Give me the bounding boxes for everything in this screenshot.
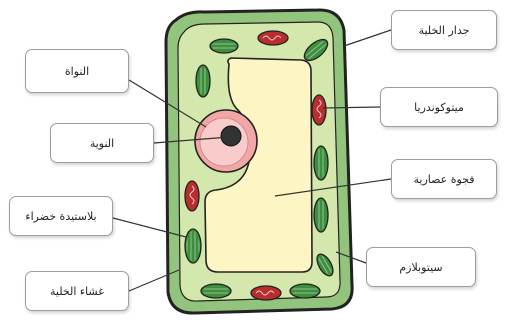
mitochondrion-right [312,95,326,125]
label-cell-wall: جدار الخلية [391,10,497,50]
leader-cell-wall [344,30,391,46]
chloroplast-left-lower [185,229,201,263]
chloroplast-top-left [210,39,238,53]
label-vacuole: فجوة عصارية [391,159,497,199]
chloroplast-left-upper [196,65,210,97]
label-mitochondria: ميتوكوندريا [380,87,498,127]
label-chloroplast: بلاستيدة خضراء [9,196,113,236]
chloroplast-bottom-left [201,284,231,298]
mitochondrion-left [185,181,199,211]
label-nucleolus: النوية [50,123,154,163]
chloroplast-right-lower [314,198,328,232]
chloroplast-bottom-right [290,284,320,298]
nucleolus [221,126,241,146]
chloroplast-right-middle [314,146,328,180]
label-cytoplasm: سيتوبلازم [366,247,476,287]
label-nucleus: النواة [25,49,129,93]
label-cell-membrane: غشاء الخلية [25,271,129,311]
mitochondrion-bottom [251,286,281,300]
mitochondrion-top [258,31,288,45]
